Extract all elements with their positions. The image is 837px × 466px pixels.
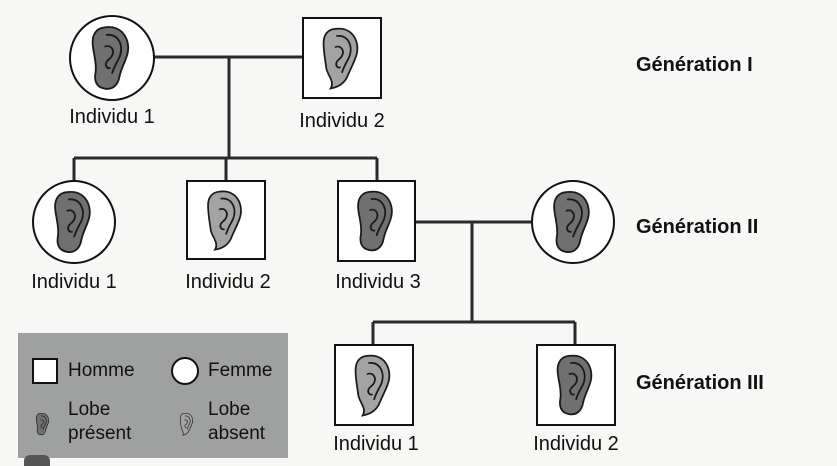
legend-corner-mark <box>24 455 50 466</box>
legend-lobe-absent-line1: Lobe <box>208 399 251 420</box>
lobe-absent-ear-icon <box>174 403 200 445</box>
lobe-present-ear-icon <box>30 403 56 445</box>
g1-individu-1-symbol <box>69 15 155 101</box>
generation-2-label: Génération II <box>636 216 759 238</box>
g2-individu-3-label: Individu 3 <box>335 271 421 293</box>
legend-square-symbol <box>32 358 58 384</box>
g2-spouse-symbol <box>531 180 615 264</box>
g2-individu-1-symbol <box>32 180 116 264</box>
g2-individu-1-label: Individu 1 <box>31 271 117 293</box>
legend-circle-symbol <box>171 357 199 385</box>
legend-homme-label: Homme <box>68 360 135 381</box>
g1-individu-2-label: Individu 2 <box>299 110 385 132</box>
legend-femme-label: Femme <box>208 360 273 381</box>
generation-3-label: Génération III <box>636 372 764 394</box>
g2-individu-3-symbol <box>337 180 416 262</box>
g3-individu-2-symbol <box>536 344 616 426</box>
legend-lobe-present-line1: Lobe <box>68 399 111 420</box>
legend-lobe-absent-line2: absent <box>208 423 266 444</box>
g2-individu-2-label: Individu 2 <box>185 271 271 293</box>
generation-1-label: Génération I <box>636 54 753 76</box>
g3-individu-1-symbol <box>334 344 414 426</box>
g3-individu-2-label: Individu 2 <box>533 433 619 455</box>
g1-individu-2-symbol <box>302 17 382 99</box>
g2-individu-2-symbol <box>186 180 266 260</box>
legend-lobe-present-line2: présent <box>68 423 132 444</box>
g3-individu-1-label: Individu 1 <box>333 433 419 455</box>
g1-individu-1-label: Individu 1 <box>69 106 155 128</box>
legend-box: Homme Femme Lobe présent Lobe absent <box>18 333 288 458</box>
